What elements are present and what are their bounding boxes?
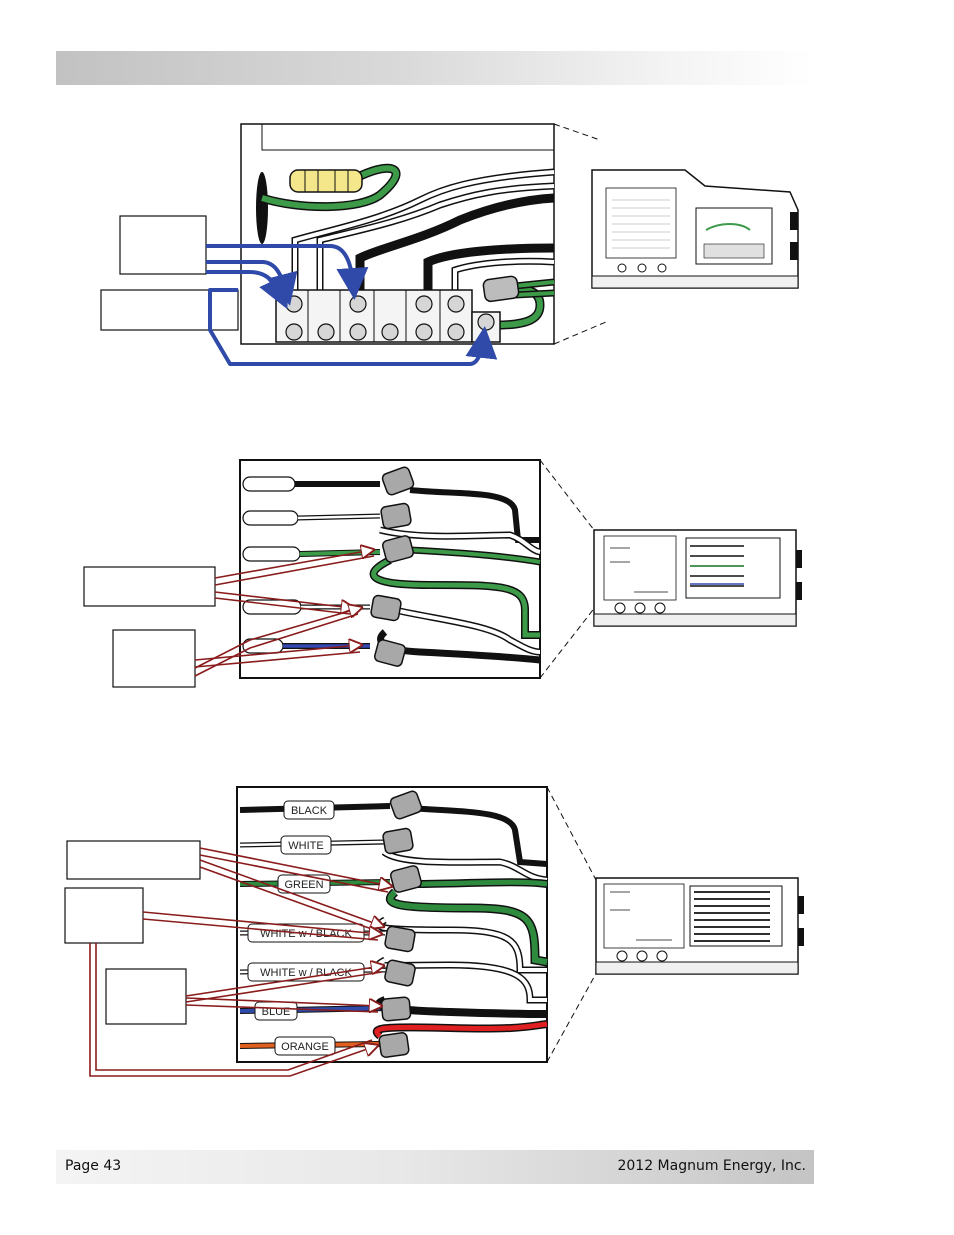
terminal-strip	[275, 289, 501, 343]
diagram-3: BLACK WHITE GREEN WHITE w / BLACK WHITE …	[64, 786, 804, 1077]
callout-box-2a	[83, 566, 216, 607]
footer-band	[56, 1150, 814, 1184]
page-number: Page 43	[65, 1158, 122, 1174]
callout-box-3b	[64, 887, 144, 944]
diagram-1	[100, 123, 799, 366]
wire-label-green: GREEN	[284, 879, 323, 891]
wire-label-white: WHITE	[288, 840, 323, 852]
inverter-thumbnail-3	[595, 877, 804, 975]
wire-label-orange: ORANGE	[281, 1041, 329, 1053]
inverter-thumbnail-1	[591, 169, 799, 289]
callout-box-3a	[66, 840, 201, 880]
wire-nut-yellow	[289, 169, 363, 193]
callout-box-1a	[119, 215, 207, 275]
callout-box-3c	[105, 968, 187, 1025]
inverter-thumbnail-2	[593, 529, 802, 627]
copyright-text: 2012 Magnum Energy, Inc.	[617, 1158, 806, 1174]
callout-box-1b	[100, 289, 239, 331]
header-band	[56, 51, 814, 85]
wire-label-black: BLACK	[291, 805, 328, 817]
conduit-opening	[256, 172, 268, 244]
callout-box-2b	[112, 629, 196, 688]
wire-label-white-black-2: WHITE w / BLACK	[260, 967, 352, 979]
diagram-2	[83, 459, 802, 688]
wire-nut-gray	[482, 275, 520, 303]
